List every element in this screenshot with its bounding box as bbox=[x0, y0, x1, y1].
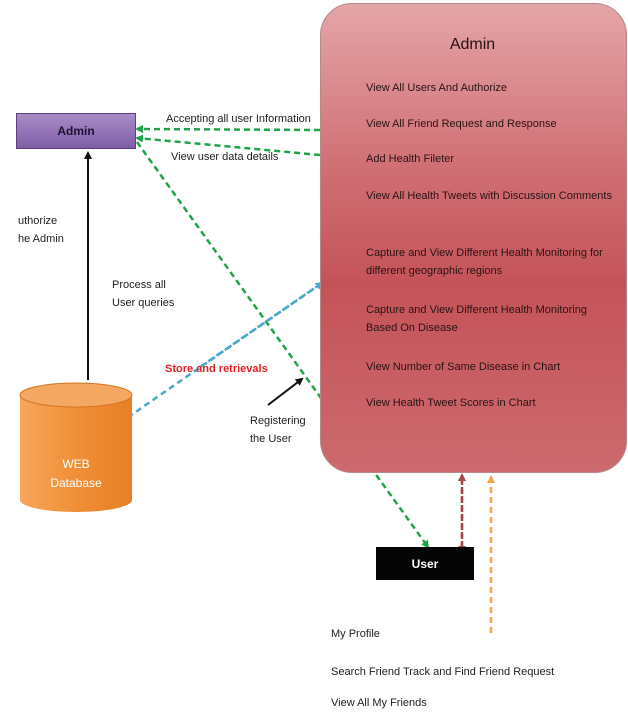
panel-item: Capture and View Different Health Monito… bbox=[366, 247, 603, 277]
admin-node: Admin bbox=[16, 113, 136, 149]
user-node-label: User bbox=[411, 556, 439, 571]
panel-item: View All Users And Authorize bbox=[366, 82, 508, 94]
connector-accepting-info bbox=[135, 125, 321, 134]
admin-panel bbox=[320, 3, 627, 473]
label-registering: Registering the User bbox=[250, 415, 306, 445]
label-process: Process all User queries bbox=[112, 279, 175, 309]
user-item: Search Friend Track and Find Friend Requ… bbox=[331, 666, 555, 678]
panel-item: View All Health Tweets with Discussion C… bbox=[366, 190, 612, 202]
admin-node-label: Admin bbox=[57, 124, 95, 138]
label-view-details: View user data details bbox=[171, 151, 279, 163]
database-cylinder bbox=[19, 382, 133, 512]
panel-item: View Number of Same Disease in Chart bbox=[366, 361, 561, 373]
label-authorize: uthorize he Admin bbox=[18, 215, 64, 245]
connector-admin-user bbox=[135, 141, 430, 549]
connector-view-details bbox=[135, 134, 321, 157]
panel-item: Capture and View Different Health Monito… bbox=[366, 304, 587, 334]
panel-item: View All Friend Request and Response bbox=[366, 118, 557, 130]
panel-item: Add Health Fileter bbox=[366, 153, 455, 165]
database-label: WEB Database bbox=[50, 457, 102, 490]
user-item: View All My Friends bbox=[331, 697, 427, 709]
connector-store-retrievals bbox=[122, 281, 323, 422]
user-item: My Profile bbox=[331, 628, 380, 640]
connector-store-retrievals-back bbox=[199, 281, 324, 369]
connector-registering bbox=[267, 377, 304, 406]
panel-item: View Health Tweet Scores in Chart bbox=[366, 397, 536, 409]
label-store: Store and retrievals bbox=[165, 363, 268, 375]
admin-panel-title: Admin bbox=[449, 36, 496, 53]
user-node: User bbox=[376, 547, 474, 580]
label-accepting: Accepting all user Information bbox=[166, 113, 311, 125]
